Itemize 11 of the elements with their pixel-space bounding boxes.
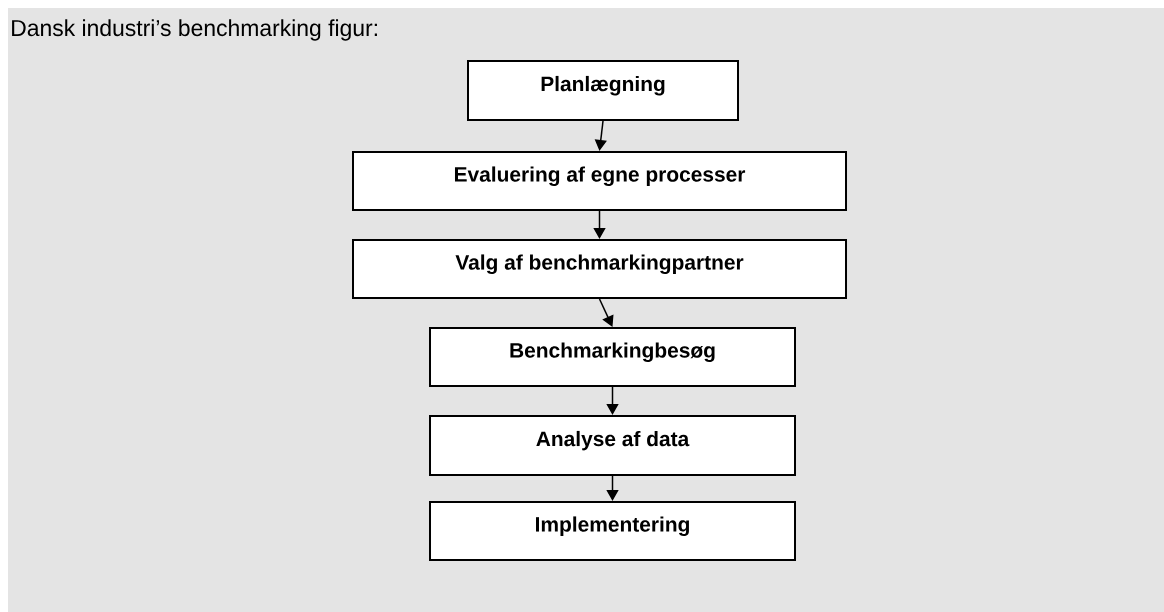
arrow bbox=[593, 210, 606, 239]
arrow bbox=[606, 386, 619, 415]
process-box: Planlægning bbox=[467, 60, 739, 121]
process-box: Evaluering af egne processer bbox=[352, 151, 847, 211]
process-box: Benchmarkingbesøg bbox=[429, 327, 796, 387]
arrow bbox=[606, 475, 619, 501]
process-box: Valg af benchmarkingpartner bbox=[352, 239, 847, 299]
process-box: Implementering bbox=[429, 501, 796, 561]
arrow bbox=[598, 298, 614, 327]
title: Dansk industri’s benchmarking figur: bbox=[12, 19, 377, 41]
process-box: Analyse af data bbox=[429, 415, 796, 476]
